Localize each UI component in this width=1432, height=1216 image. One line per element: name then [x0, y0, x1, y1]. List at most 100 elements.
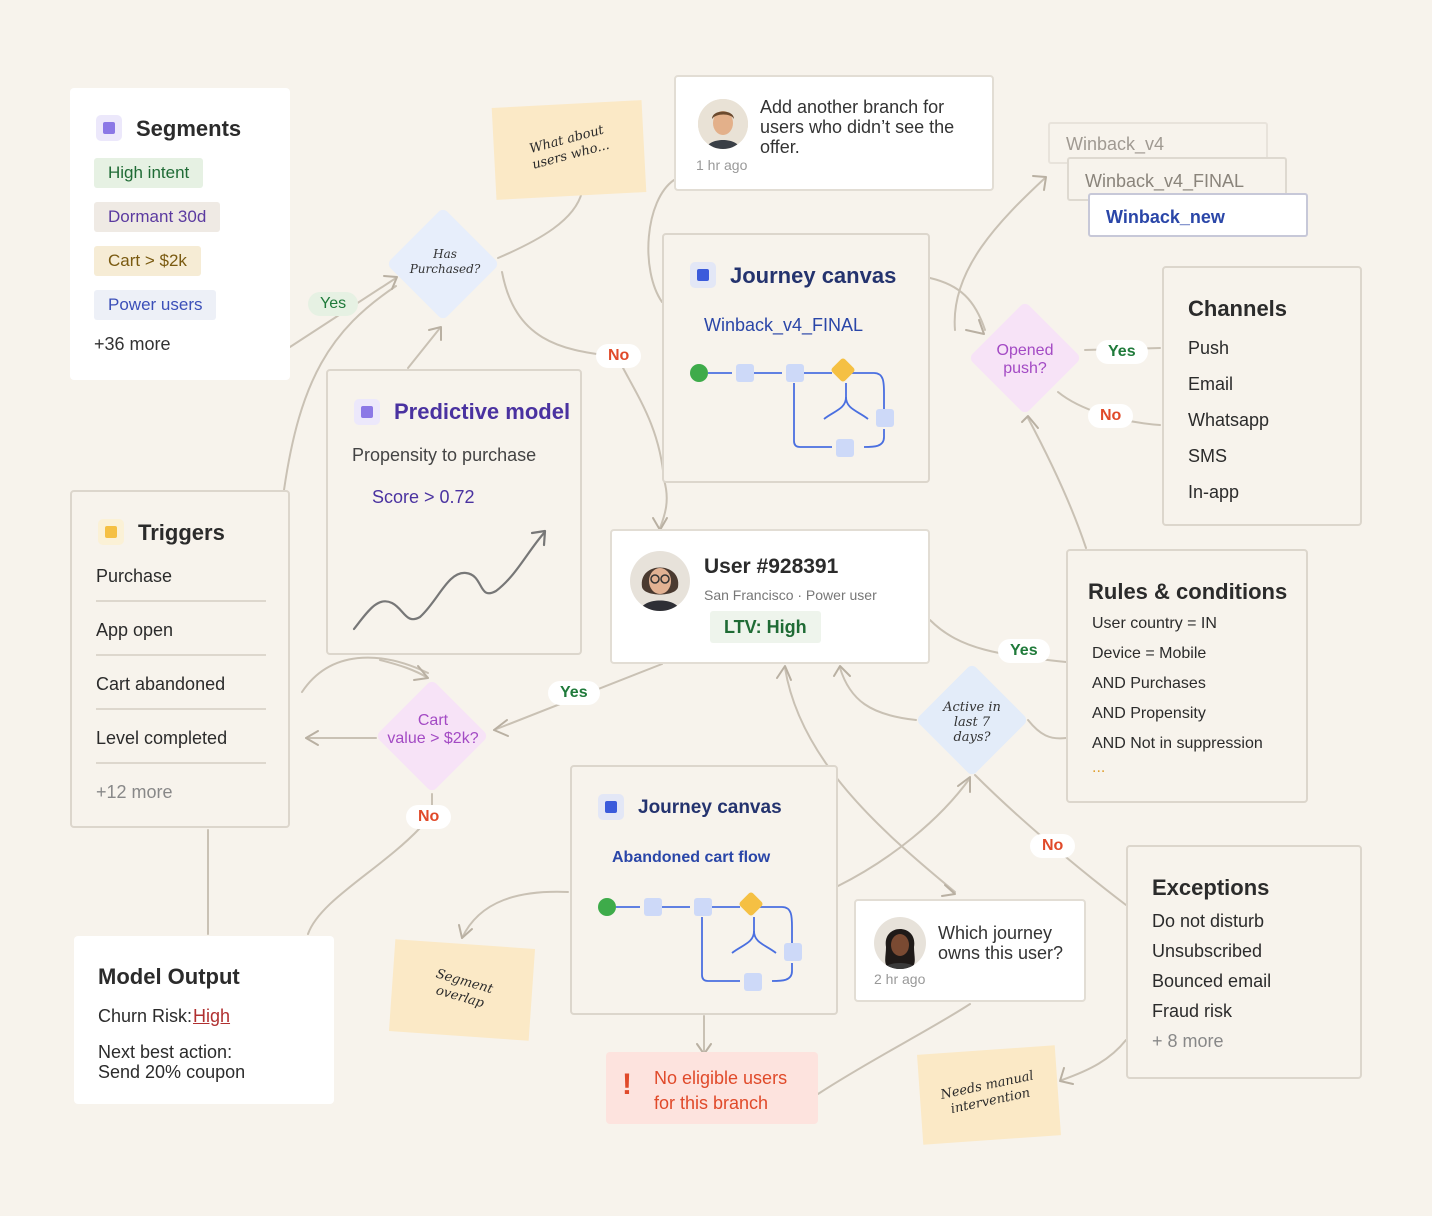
predictive-model-subtitle: Propensity to purchase [352, 445, 537, 465]
exception-dnd[interactable]: Do not disturb [1152, 911, 1265, 931]
predictive-model-title: Predictive model [394, 399, 571, 424]
trigger-level-completed[interactable]: Level completed [96, 728, 228, 748]
channel-in-app[interactable]: In-app [1188, 482, 1240, 502]
avatar-woman [874, 917, 926, 969]
triggers-more[interactable]: +12 more [96, 782, 173, 802]
mini-flow-top [690, 358, 894, 457]
rules-ellipsis[interactable]: ... [1092, 759, 1106, 776]
trigger-divider-1 [96, 600, 266, 602]
journey-bottom-subtitle[interactable]: Abandoned cart flow [612, 849, 771, 866]
user-card[interactable]: User #928391 San Francisco · Power user … [610, 529, 930, 664]
journey-top-title: Journey canvas [730, 263, 897, 288]
user-title: User #928391 [704, 555, 839, 578]
segments-more[interactable]: +36 more [94, 334, 171, 354]
journey-canvas-top[interactable]: Journey canvas Winback_v4_FINAL [662, 233, 930, 483]
churn-risk-value[interactable]: High [193, 1006, 231, 1026]
exception-unsubscribed[interactable]: Unsubscribed [1152, 941, 1263, 961]
channels-title: Channels [1188, 296, 1288, 321]
rule-suppression[interactable]: AND Not in suppression [1092, 735, 1263, 752]
journey-canvas-bottom[interactable]: Journey canvas Abandoned cart flow [570, 765, 838, 1015]
rule-propensity[interactable]: AND Propensity [1092, 705, 1206, 722]
triggers-title: Triggers [138, 520, 225, 545]
label-yes-purchased: Yes [308, 292, 359, 316]
alert-icon: ! [622, 1068, 632, 1101]
avatar-man [698, 99, 748, 149]
rules-title: Rules & conditions [1088, 579, 1288, 604]
segment-chip-power-users[interactable]: Power users [94, 290, 217, 320]
segment-chip-dormant[interactable]: Dormant 30d [94, 202, 221, 232]
exceptions-card[interactable]: Exceptions Do not disturb Unsubscribed B… [1126, 845, 1362, 1079]
exceptions-title: Exceptions [1152, 875, 1270, 900]
predictive-model-icon [354, 399, 380, 425]
label-yes-cart: Yes [548, 681, 600, 705]
avatar-woman-glasses [630, 551, 690, 611]
trigger-divider-4 [96, 762, 266, 764]
user-meta: San Francisco · Power user [704, 587, 877, 603]
version-winback-new[interactable]: Winback_new [1088, 193, 1308, 237]
label-no-active: No [1030, 834, 1076, 858]
model-output-card[interactable]: Model Output Churn Risk: High Next best … [74, 936, 334, 1104]
user-ltv-badge: LTV: High [710, 611, 821, 643]
rules-card[interactable]: Rules & conditions User country = IN Dev… [1066, 549, 1308, 803]
comment-bottom-time: 2 hr ago [874, 971, 926, 987]
trigger-cart-abandoned[interactable]: Cart abandoned [96, 674, 226, 694]
exception-bounced[interactable]: Bounced email [1152, 971, 1272, 991]
segment-chip-high-intent[interactable]: High intent [94, 158, 204, 188]
label-no-opened: No [1088, 404, 1134, 428]
rule-purchases[interactable]: AND Purchases [1092, 675, 1206, 692]
exceptions-more[interactable]: + 8 more [1152, 1031, 1224, 1051]
journey-bottom-title: Journey canvas [638, 797, 782, 818]
label-no-cart: No [406, 805, 452, 829]
channel-push[interactable]: Push [1188, 338, 1230, 358]
rule-device[interactable]: Device = Mobile [1092, 645, 1207, 662]
channel-sms[interactable]: SMS [1188, 446, 1228, 466]
model-output-title: Model Output [98, 964, 240, 989]
predictive-model-card[interactable]: Predictive model Propensity to purchase … [326, 369, 582, 655]
segments-card[interactable]: Segments High intent Dormant 30d Cart > … [70, 88, 290, 380]
trigger-divider-3 [96, 708, 266, 710]
avatar-man-icon [698, 99, 748, 149]
journey-bottom-icon [598, 794, 624, 820]
triggers-icon [98, 519, 124, 545]
channel-whatsapp[interactable]: Whatsapp [1188, 410, 1270, 430]
avatar-woman-glasses-icon [630, 551, 690, 611]
comment-top-time: 1 hr ago [696, 157, 748, 173]
triggers-card[interactable]: Triggers Purchase App open Cart abandone… [70, 490, 290, 828]
segment-chip-cart[interactable]: Cart > $2k [94, 246, 201, 276]
next-best-action: Next best action:Send 20% coupon [98, 1042, 246, 1082]
label-yes-opened: Yes [1096, 340, 1148, 364]
trigger-purchase[interactable]: Purchase [96, 566, 173, 586]
segments-title: Segments [136, 116, 242, 141]
segments-icon [96, 115, 122, 141]
churn-risk-label: Churn Risk: [98, 1006, 193, 1026]
label-no-purchased: No [596, 344, 642, 368]
trigger-divider-2 [96, 654, 266, 656]
journey-top-subtitle[interactable]: Winback_v4_FINAL [704, 315, 864, 335]
mini-flow-bottom [598, 892, 802, 991]
avatar-woman-icon [874, 917, 926, 969]
trigger-app-open[interactable]: App open [96, 620, 174, 640]
journey-top-icon [690, 262, 716, 288]
rule-country[interactable]: User country = IN [1092, 615, 1217, 632]
trend-line-icon [352, 529, 547, 631]
label-yes-rules: Yes [998, 639, 1050, 663]
channels-card[interactable]: Channels Push Email Whatsapp SMS In-app [1162, 266, 1362, 526]
predictive-model-score[interactable]: Score > 0.72 [372, 487, 475, 507]
exception-fraud[interactable]: Fraud risk [1152, 1001, 1233, 1021]
channel-email[interactable]: Email [1188, 374, 1234, 394]
